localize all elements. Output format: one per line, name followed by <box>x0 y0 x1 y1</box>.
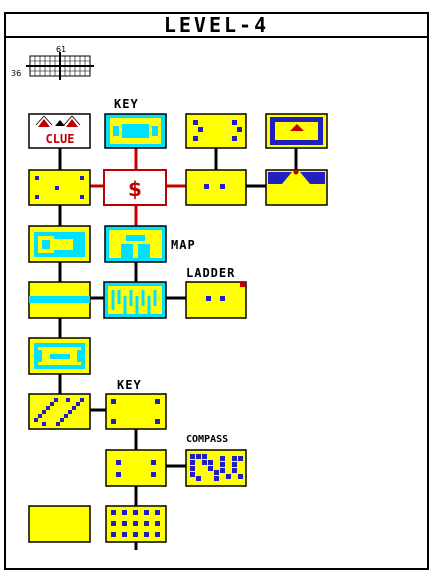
corridors <box>58 148 298 550</box>
minimap-row-label: 36 <box>11 69 22 78</box>
shop-corridors <box>90 148 186 226</box>
room-r2c1 <box>28 169 91 206</box>
ladder-label: LADDER <box>186 266 236 280</box>
room-r4c2 <box>103 281 167 319</box>
room-r8c1 <box>28 505 91 543</box>
room-key-top <box>104 113 167 149</box>
room-clue: CLUE <box>28 113 91 149</box>
room-compass <box>185 449 247 487</box>
title-bar: LEVEL-4 <box>4 12 429 38</box>
room-r1c4 <box>265 113 328 149</box>
room-r8c2 <box>105 505 167 543</box>
room-key-mid <box>105 393 167 430</box>
room-r2c4 <box>265 169 328 206</box>
room-r2c3 <box>185 169 247 206</box>
level-title: LEVEL-4 <box>163 13 270 37</box>
minimap-col-label: 61 <box>56 45 67 54</box>
money-icon: $ <box>128 177 142 201</box>
room-r6c1 <box>28 393 91 430</box>
key-label-top: KEY <box>114 97 139 111</box>
room-r7c2 <box>105 449 167 487</box>
clue-text: CLUE <box>46 132 75 146</box>
room-map <box>104 225 167 263</box>
old-man-icon <box>35 115 81 127</box>
room-r4c1 <box>28 281 91 319</box>
room-r5c1 <box>28 337 91 375</box>
compass-label: COMPASS <box>186 434 229 445</box>
key-label-mid: KEY <box>117 378 142 392</box>
minimap-grid <box>26 52 94 80</box>
room-r3c1 <box>28 225 91 263</box>
room-shop: $ <box>103 169 167 206</box>
room-r1c3 <box>185 113 247 149</box>
room-ladder <box>185 281 247 319</box>
map-label: MAP <box>171 238 196 252</box>
